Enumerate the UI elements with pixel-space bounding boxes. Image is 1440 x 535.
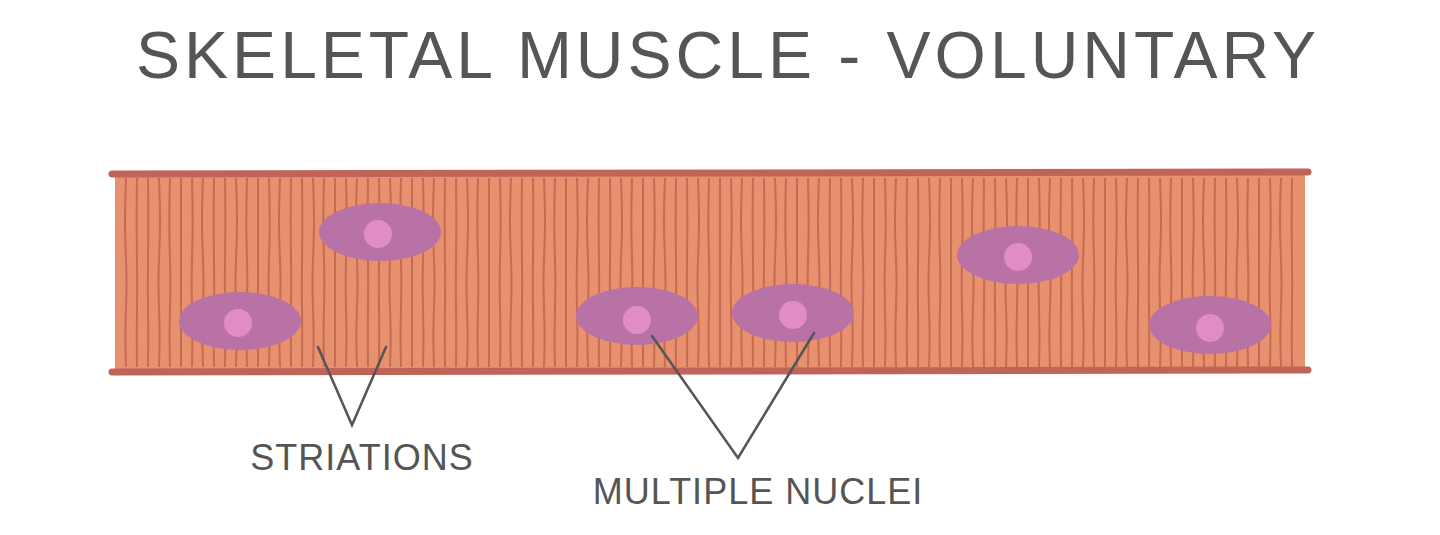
striation-line — [917, 178, 920, 367]
striation-line — [686, 178, 689, 367]
striation-line — [500, 178, 501, 367]
striation-line — [180, 178, 182, 367]
striation-line — [158, 178, 160, 367]
striation-line — [1291, 178, 1294, 367]
nucleus — [319, 203, 441, 261]
striation-line — [346, 178, 347, 367]
striation-line — [521, 178, 524, 367]
part-label: MULTIPLE NUCLEI — [593, 474, 923, 510]
part-label: STRIATIONS — [250, 440, 473, 476]
striation-line — [411, 178, 413, 367]
striation-line — [1148, 178, 1151, 367]
striation-line — [587, 178, 589, 367]
striation-line — [895, 178, 897, 367]
striation-line — [301, 178, 304, 367]
fiber-border — [112, 172, 1308, 174]
striation-line — [136, 178, 139, 367]
striation-line — [312, 178, 314, 367]
nuclei — [179, 203, 1271, 354]
striation-line — [697, 178, 699, 367]
striation-line — [1104, 178, 1106, 367]
nucleolus — [364, 220, 392, 248]
striation-line — [1116, 178, 1117, 367]
striation-line — [290, 178, 293, 367]
striation-line — [125, 178, 127, 367]
striation-line — [543, 178, 545, 367]
striation-line — [323, 178, 324, 367]
striation-line — [873, 178, 875, 367]
striation-line — [708, 178, 709, 367]
striation-line — [488, 178, 490, 367]
nucleolus — [1004, 243, 1032, 271]
striation-line — [962, 178, 963, 367]
diagram-title: SKELETAL MUSCLE - VOLUNTARY — [136, 22, 1320, 88]
striation-line — [950, 178, 952, 367]
fiber-border — [112, 370, 1308, 372]
striation-line — [741, 178, 743, 367]
striation-line — [862, 178, 863, 367]
striation-line — [752, 178, 755, 367]
nucleus — [957, 226, 1079, 284]
striation-line — [1126, 178, 1128, 367]
striation-line — [477, 178, 478, 367]
striation-line — [731, 178, 732, 367]
nucleolus — [224, 309, 252, 337]
nucleolus — [1196, 314, 1224, 342]
nucleolus — [779, 301, 807, 329]
nucleus — [732, 284, 854, 342]
leader-line — [652, 333, 814, 458]
striation-line — [147, 178, 150, 367]
striation-line — [565, 178, 567, 367]
striations — [125, 178, 1292, 367]
striation-line — [1270, 178, 1271, 367]
striation-line — [433, 178, 435, 367]
striation-line — [423, 178, 424, 367]
striation-line — [577, 178, 578, 367]
striation-line — [510, 178, 512, 367]
striation-line — [1137, 178, 1140, 367]
striation-line — [939, 178, 940, 367]
nucleus — [179, 292, 301, 350]
leader-line — [318, 347, 386, 425]
striation-line — [466, 178, 468, 367]
striation-line — [1082, 178, 1084, 367]
striation-line — [1093, 178, 1094, 367]
nucleus — [1149, 296, 1271, 354]
nucleolus — [623, 306, 651, 334]
striation-line — [554, 178, 555, 367]
striation-line — [1280, 178, 1282, 367]
striation-line — [1071, 178, 1074, 367]
nucleus — [576, 287, 698, 345]
striation-line — [719, 178, 721, 367]
striation-line — [906, 178, 909, 367]
striation-line — [829, 178, 832, 367]
striation-line — [334, 178, 336, 367]
striation-line — [928, 178, 930, 367]
striation-line — [444, 178, 447, 367]
striation-line — [169, 178, 170, 367]
striation-line — [455, 178, 458, 367]
striation-line — [851, 178, 853, 367]
muscle-fiber — [115, 174, 1305, 370]
striation-line — [885, 178, 886, 367]
striation-line — [840, 178, 843, 367]
striation-line — [532, 178, 535, 367]
